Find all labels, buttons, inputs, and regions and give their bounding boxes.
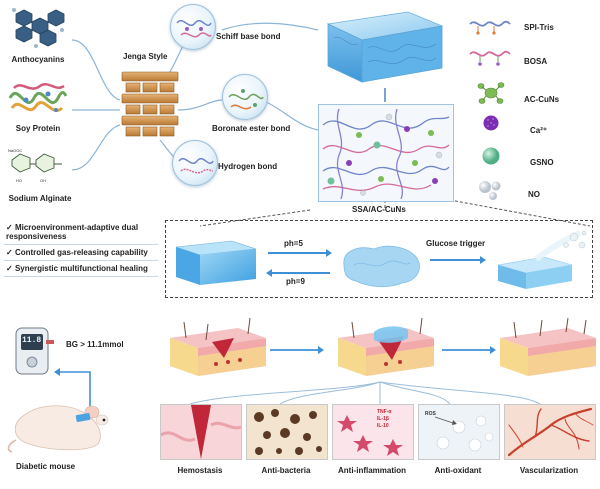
ph-forward-label: ph=5 <box>284 239 303 248</box>
feature-text-3: Synergistic multifunctional healing <box>14 264 148 273</box>
hydrogel-block-icon <box>326 11 444 83</box>
marker-il10: IL-10 <box>377 423 389 429</box>
boronate-ester-bond-circle <box>222 74 268 120</box>
ac-cuns-icon <box>477 82 505 104</box>
svg-text:OH: OH <box>40 178 46 183</box>
gas-release-gel-icon <box>497 230 587 289</box>
blood-vessels-icon <box>507 407 594 457</box>
legend-label-bosa: BOSA <box>524 57 548 66</box>
hydrogen-network-icon <box>178 158 214 174</box>
anthocyanins-structure-icon <box>12 8 65 48</box>
hydrogel-name-label: SSA/AC-CuNs <box>352 205 406 214</box>
legend-label-spi-tris: SPI-Tris <box>524 23 554 32</box>
legend-label-gsno: GSNO <box>530 158 554 167</box>
feature-list: ✓ Microenvironment-adaptive dual respons… <box>4 220 158 277</box>
treated-skin-icon <box>338 318 434 376</box>
glucose-meter-icon <box>15 327 54 375</box>
hemostasis-tile <box>160 404 242 460</box>
ph-arrows-icon <box>266 249 332 277</box>
swollen-gel-icon <box>343 245 420 287</box>
legend-label-no: NO <box>528 190 540 199</box>
ph-backward-label: ph=9 <box>286 277 305 286</box>
svg-text:HO: HO <box>16 178 22 183</box>
marker-tnf: TNF-α <box>377 409 392 415</box>
jenga-blocks-icon <box>121 71 179 137</box>
outcome-label-anti-oxidant: Anti-oxidant <box>434 466 482 475</box>
connector-to-network <box>261 99 319 131</box>
response-box: ph=5 ph=9 Glucose trigger <box>165 220 593 298</box>
ros-label: ROS <box>425 411 436 417</box>
hydrogel-network-icon <box>322 108 450 200</box>
calcium-icon <box>483 115 499 131</box>
hydrogen-bond-label: Hydrogen bond <box>218 162 278 171</box>
connector-boronate <box>177 99 223 111</box>
bacteria-icon <box>254 409 322 455</box>
connector-to-gel <box>221 22 319 31</box>
anthocyanins-label: Anthocyanins <box>11 55 65 64</box>
antioxidant-icon <box>434 415 494 452</box>
legend-label-calcium: Ca²⁺ <box>530 126 548 135</box>
anti-inflammation-tile: TNF-α IL-1β IL-10 <box>332 404 414 460</box>
blood-glucose-threshold: BG > 11.1mmol <box>66 340 124 349</box>
sodium-alginate-structure-icon: NaOOC OH HO <box>8 148 62 183</box>
outcome-label-anti-bacteria: Anti-bacteria <box>261 466 311 475</box>
feature-text-1: Microenvironment-adaptive dual responsiv… <box>6 223 139 241</box>
schiff-base-bond-circle <box>170 4 216 50</box>
feature-item-2: ✓ Controlled gas-releasing capability <box>4 245 158 261</box>
boronate-network-icon <box>228 89 264 110</box>
jenga-style-label: Jenga Style <box>123 52 168 61</box>
wound-skin-icon <box>170 318 266 376</box>
soy-protein-label: Soy Protein <box>15 124 61 133</box>
glucose-trigger-label: Glucose trigger <box>426 239 486 248</box>
schiff-network-icon <box>176 20 212 38</box>
outcome-label-hemostasis: Hemostasis <box>177 466 223 475</box>
gsno-icon <box>482 147 500 165</box>
hydrogel-network-panel <box>318 104 454 202</box>
svg-text:NaOOC: NaOOC <box>8 148 22 153</box>
feature-item-1: ✓ Microenvironment-adaptive dual respons… <box>4 220 158 245</box>
feature-item-3: ✓ Synergistic multifunctional healing <box>4 261 158 277</box>
connector-alginate <box>71 124 121 171</box>
legend-label-ac-cuns: AC-CuNs <box>524 95 560 104</box>
spi-tris-icon <box>469 20 511 35</box>
healed-skin-icon <box>500 318 596 376</box>
anti-bacteria-tile <box>246 404 328 460</box>
marker-il1b: IL-1β <box>377 416 389 422</box>
bosa-icon <box>469 50 511 66</box>
outcome-label-vascularization: Vascularization <box>519 466 579 475</box>
feature-text-2: Controlled gas-releasing capability <box>14 248 148 257</box>
dashed-link-right <box>449 199 591 227</box>
soy-protein-structure-icon <box>8 83 68 112</box>
boronate-ester-bond-label: Boronate ester bond <box>212 124 291 133</box>
meter-reading: 11.8 <box>22 336 42 345</box>
no-icon <box>479 181 501 200</box>
diabetic-mouse-label: Diabetic mouse <box>16 462 76 471</box>
sodium-alginate-label: Sodium Alginate <box>8 194 72 203</box>
hemostasis-icon <box>161 405 241 459</box>
schiff-base-bond-label: Schiff base bond <box>216 32 281 41</box>
hydrogen-bond-circle <box>172 140 218 186</box>
vascularization-tile <box>504 404 596 460</box>
anti-oxidant-tile: ROS <box>418 404 500 460</box>
dashed-link-left <box>199 209 311 227</box>
diabetic-mouse-icon <box>7 405 109 453</box>
connector-anthocyanins <box>71 39 121 101</box>
gel-cube-icon <box>175 240 257 285</box>
outcome-label-anti-inflammation: Anti-inflammation <box>338 466 406 475</box>
glucose-arrow-icon <box>430 256 486 264</box>
inflammation-cells-icon <box>337 415 403 456</box>
inflammation-markers: TNF-α IL-1β IL-10 <box>377 409 391 430</box>
